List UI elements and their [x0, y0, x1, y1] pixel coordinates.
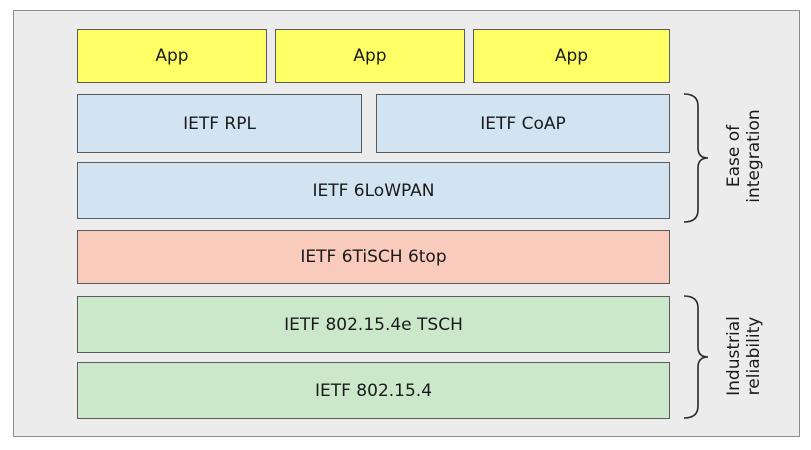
phy-box: IETF 802.15.4 [77, 362, 670, 419]
tsch-box: IETF 802.15.4e TSCH [77, 296, 670, 353]
coap-box: IETF CoAP [376, 94, 670, 153]
ease-of-integration-label: Ease of integration [724, 96, 764, 216]
phy-label: IETF 802.15.4 [314, 380, 433, 401]
app-label-3: App [554, 46, 589, 66]
reliability-line-1: Industrial [724, 316, 744, 396]
industrial-reliability-label: Industrial reliability [724, 296, 764, 416]
sixtisch-6top-box: IETF 6TiSCH 6top [77, 230, 670, 284]
sixlowpan-label: IETF 6LoWPAN [312, 180, 435, 201]
ease-line-2: integration [744, 109, 764, 203]
app-box-2: App [275, 29, 465, 83]
reliability-brace-icon [683, 295, 709, 419]
rpl-box: IETF RPL [77, 94, 362, 153]
app-box-1: App [77, 29, 267, 83]
app-label-2: App [353, 46, 387, 66]
app-label-1: App [155, 46, 189, 66]
sixlowpan-box: IETF 6LoWPAN [77, 162, 670, 219]
app-box-3: App [473, 29, 670, 83]
sixtisch-6top-label: IETF 6TiSCH 6top [300, 247, 447, 267]
ease-brace-icon [683, 93, 709, 223]
ease-line-1: Ease of [724, 124, 744, 188]
rpl-label: IETF RPL [183, 113, 256, 134]
tsch-label: IETF 802.15.4e TSCH [284, 314, 463, 335]
reliability-line-2: reliability [744, 316, 764, 396]
coap-label: IETF CoAP [480, 113, 566, 134]
